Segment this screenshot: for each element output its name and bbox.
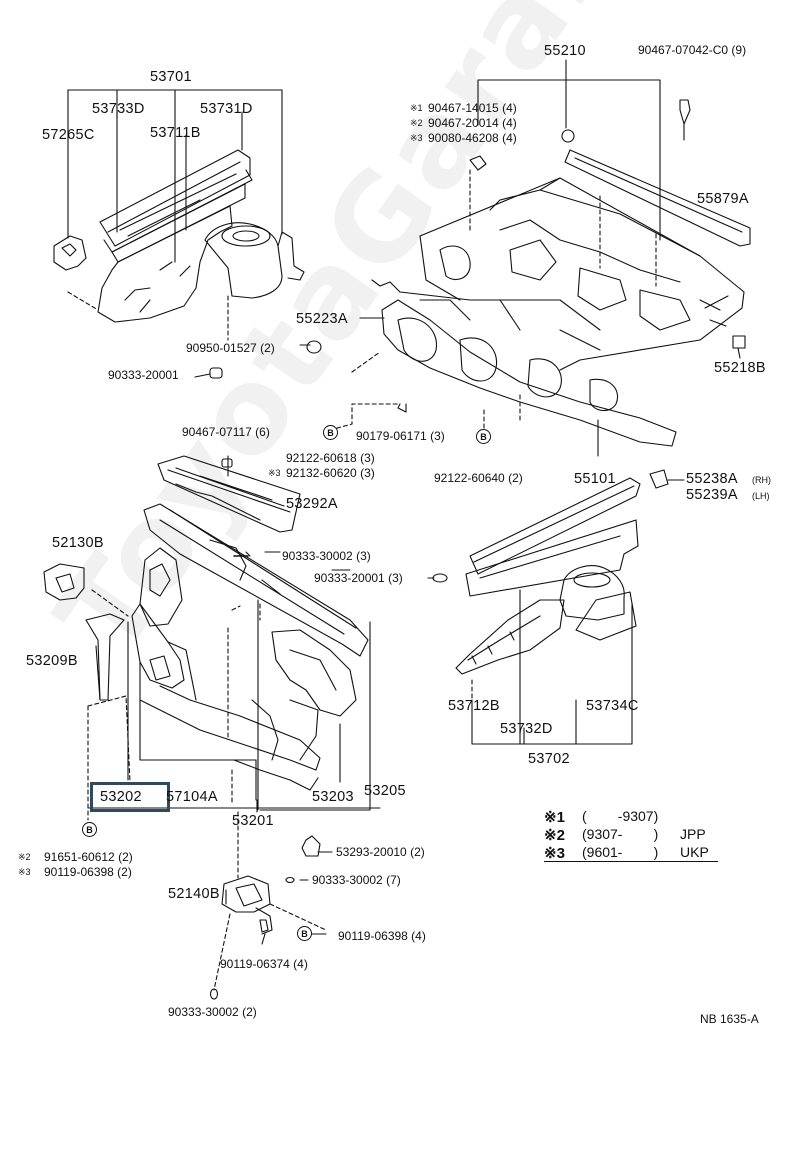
label-57104A: 57104A [166,789,218,805]
legend-mark-2: ※2 [544,827,565,844]
label-55223A: 55223A [296,311,348,327]
label-90950-01527: 90950-01527 (2) [186,341,275,355]
label-90467-20014: 90467-20014 (4) [428,116,517,130]
label-53712B: 53712B [448,698,500,714]
label-53293-20010: 53293-20010 (2) [336,845,425,859]
label-55218B: 55218B [714,360,766,376]
label-90467-07117: 90467-07117 (6) [182,425,270,439]
label-53734C: 53734C [586,698,639,714]
legend-row-3: ※3 (9601- ) UKP [544,844,709,862]
note-mark-3b: ※3 [268,468,281,478]
label-52130B: 52130B [52,535,104,551]
note-mark-1: ※1 [410,103,423,113]
label-53701: 53701 [150,69,192,85]
label-90467-07042: 90467-07042-C0 (9) [638,43,747,57]
cowl-side-panel-drawing [53,89,322,379]
label-90080-46208: 90080-46208 (4) [428,131,517,145]
label-53209B: 53209B [26,653,78,669]
label-90333-30002-mid: 90333-30002 (3) [282,549,371,563]
note-mark-2: ※2 [410,118,423,128]
label-53202: 53202 [100,789,142,805]
label-90333-20001-mid: 90333-20001 (3) [314,571,403,585]
label-53292A: 53292A [286,496,338,512]
label-57265C: 57265C [42,127,95,143]
label-55238A-rh: (RH) [752,475,771,485]
label-90179-06171: 90179-06171 (3) [356,429,445,443]
badge-b-3: B [82,822,97,837]
legend-range-1: ( -9307) [582,808,659,824]
label-90467-14015: 90467-14015 (4) [428,101,517,115]
badge-b-1: B [323,425,338,440]
lower-bracket-drawing [91,811,333,1000]
front-apron-drawing [455,477,641,745]
note-mark-3: ※3 [410,133,423,143]
label-55239A-lh: (LH) [752,491,770,501]
highlight-box [90,782,170,812]
legend-market-3: UKP [680,844,709,860]
label-92122-60618: 92122-60618 (3) [286,451,375,465]
label-53732D: 53732D [500,721,553,737]
legend-range-2: (9307- ) [582,826,659,842]
label-92122-60640: 92122-60640 (2) [434,471,523,485]
note-mark-2b: ※2 [18,852,31,862]
label-53201: 53201 [232,813,274,829]
label-90333-30002-low: 90333-30002 (7) [312,873,401,887]
note-mark-3c: ※3 [18,867,31,877]
label-53733D: 53733D [92,101,145,117]
dash-panel-drawing [329,59,751,489]
label-53731D: 53731D [200,101,253,117]
label-92132-60620: 92132-60620 (3) [286,466,375,480]
label-90119-06398-left: 90119-06398 (2) [44,865,132,879]
figure-code: NB 1635-A [700,1012,759,1026]
label-91651-60612: 91651-60612 (2) [44,850,133,864]
legend-underline [544,861,718,862]
label-55238A: 55238A [686,471,738,487]
label-90333-20001-top: 90333-20001 [108,368,179,382]
label-55239A: 55239A [686,487,738,503]
legend-row-1: ※1 ( -9307) [544,808,658,826]
label-53203: 53203 [312,789,354,805]
label-55879A: 55879A [697,191,749,207]
label-90119-06398-right: 90119-06398 (4) [338,929,426,943]
legend-row-2: ※2 (9307- ) JPP [544,826,706,844]
legend-mark-1: ※1 [544,809,565,826]
label-53205: 53205 [364,783,406,799]
label-55210: 55210 [544,43,586,59]
label-53711B: 53711B [150,125,201,141]
badge-b-2: B [476,429,491,444]
label-90333-30002-bottom: 90333-30002 (2) [168,1005,257,1019]
radiator-support-drawing [43,455,448,821]
legend-market-2: JPP [680,826,706,842]
label-55101: 55101 [574,471,616,487]
legend-range-3: (9601- ) [582,844,659,860]
legend-mark-3: ※3 [544,845,565,862]
label-52140B: 52140B [168,886,220,902]
label-90119-06374: 90119-06374 (4) [220,957,308,971]
badge-b-4: B [297,926,312,941]
label-53702: 53702 [528,751,570,767]
